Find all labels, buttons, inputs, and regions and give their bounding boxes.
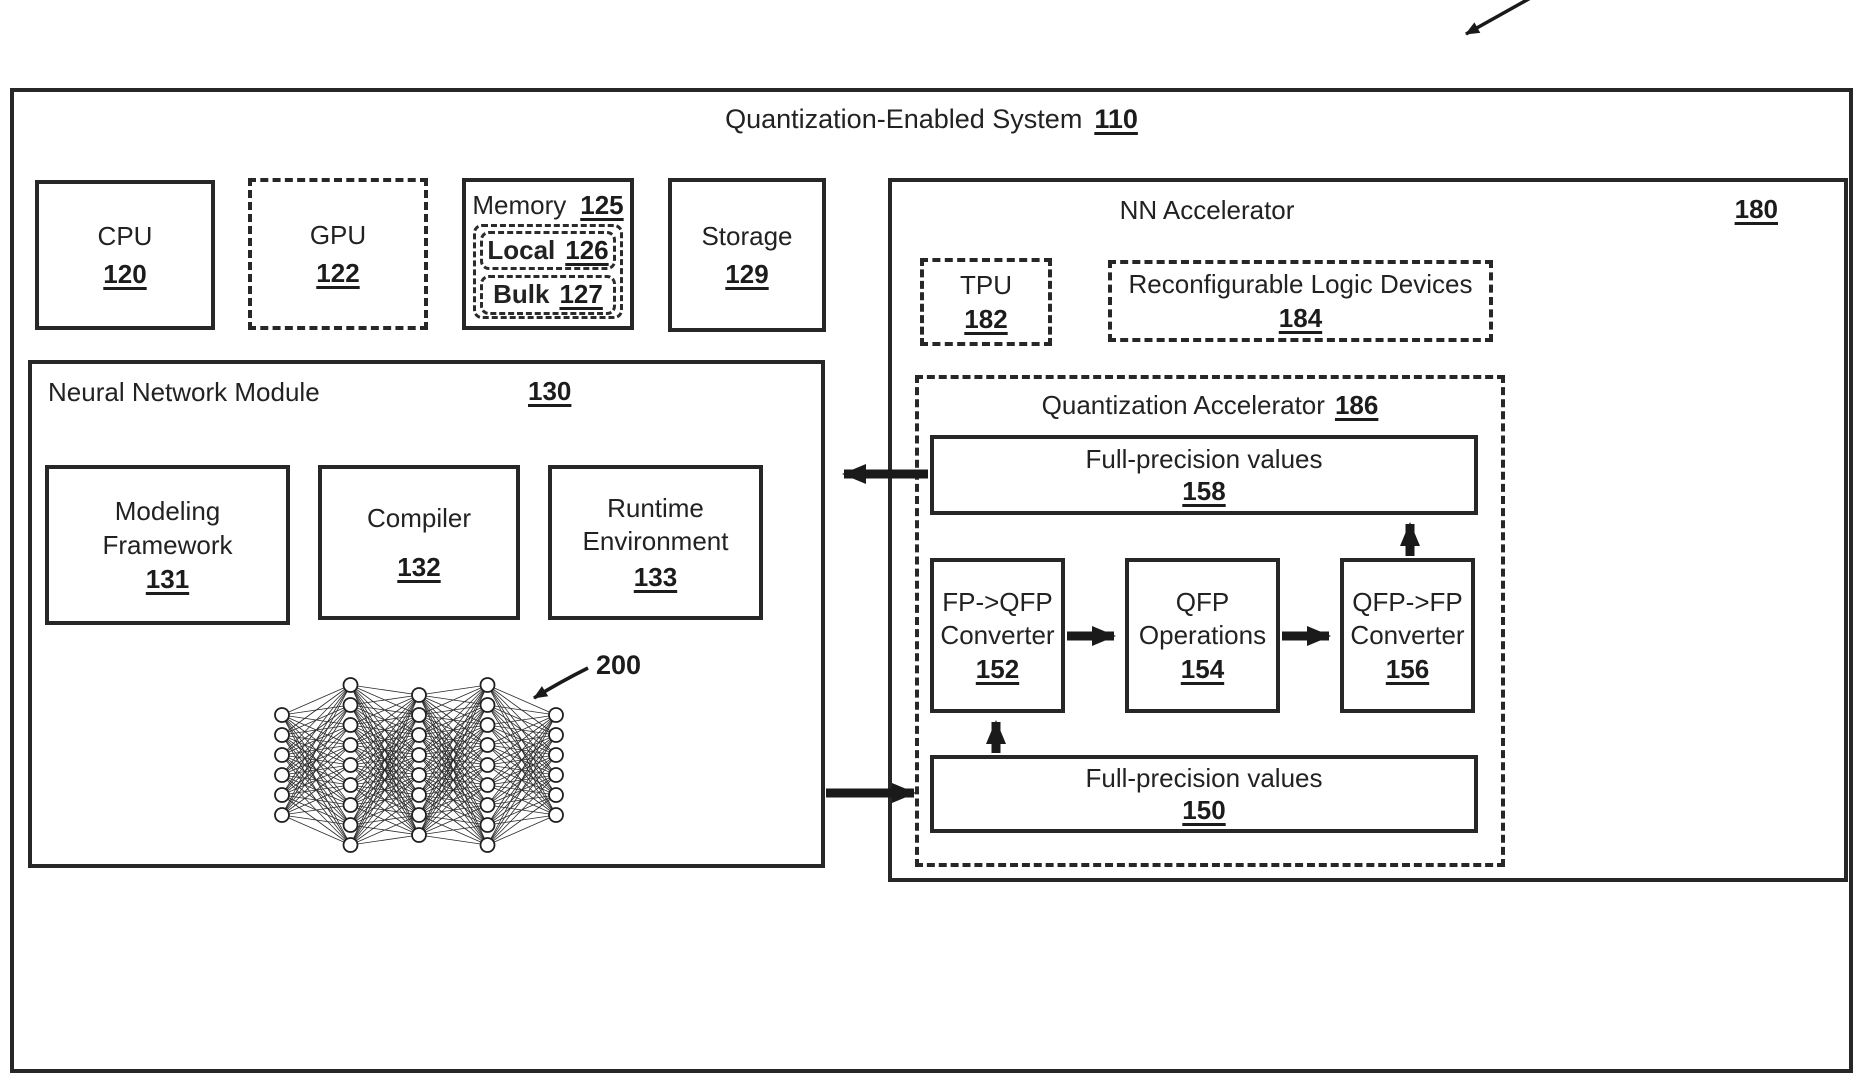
full-precision-values-158-box: Full-precision values 158 <box>930 435 1478 515</box>
full-precision-values-158-label: Full-precision values <box>1085 443 1323 474</box>
reconfigurable-logic-ref: 184 <box>1278 302 1323 333</box>
bulk-memory-label: Bulk <box>493 279 550 310</box>
bulk-memory-ref: 127 <box>559 279 603 310</box>
nn-accelerator-label: NN Accelerator <box>1119 195 1295 225</box>
qfp-to-fp-converter-box: QFP->FP Converter 156 <box>1340 558 1475 713</box>
memory-box: Memory 125 Local 126 Bulk 127 <box>462 178 634 330</box>
memory-ref: 125 <box>580 190 624 221</box>
modeling-framework-label: Modeling Framework <box>102 496 233 560</box>
gpu-ref: 122 <box>316 257 360 288</box>
compiler-label: Compiler <box>366 503 472 534</box>
neural-network-module-label: Neural Network Module <box>48 377 320 407</box>
runtime-environment-box: Runtime Environment 133 <box>548 465 763 620</box>
qfp-operations-box: QFP Operations 154 <box>1125 558 1280 713</box>
storage-box: Storage 129 <box>668 178 826 332</box>
nn-accelerator-box: NN Accelerator 180 <box>888 178 1848 882</box>
neural-network-module-ref: 130 <box>528 376 572 406</box>
storage-ref: 129 <box>725 258 769 289</box>
local-memory-ref: 126 <box>565 235 609 266</box>
runtime-environment-ref: 133 <box>633 562 678 593</box>
reconfigurable-logic-box: Reconfigurable Logic Devices 184 <box>1108 260 1493 342</box>
cpu-box: CPU 120 <box>35 180 215 330</box>
full-precision-values-158-ref: 158 <box>1182 476 1226 507</box>
system-title: Quantization-Enabled System 110 <box>14 102 1849 137</box>
compiler-box: Compiler 132 <box>318 465 520 620</box>
memory-inner-group: Local 126 Bulk 127 <box>473 224 623 319</box>
system-box: Quantization-Enabled System 110 <box>10 88 1853 1073</box>
local-memory-label: Local <box>487 235 556 265</box>
storage-label: Storage <box>701 221 793 252</box>
memory-label: Memory <box>472 190 567 220</box>
cpu-ref: 120 <box>103 258 147 289</box>
system-title-label: Quantization-Enabled System <box>725 104 1083 134</box>
full-precision-values-150-ref: 150 <box>1182 795 1226 826</box>
full-precision-values-150-label: Full-precision values <box>1085 762 1323 793</box>
qfp-operations-label: QFP Operations <box>1138 586 1267 650</box>
fp-to-qfp-converter-box: FP->QFP Converter 152 <box>930 558 1065 713</box>
cpu-label: CPU <box>97 221 153 252</box>
quantization-accelerator-ref: 186 <box>1334 390 1379 420</box>
compiler-ref: 132 <box>397 551 441 582</box>
gpu-label: GPU <box>309 220 367 251</box>
local-memory-box: Local 126 <box>480 231 616 271</box>
bulk-memory-box: Bulk 127 <box>480 275 616 315</box>
tpu-ref: 182 <box>964 304 1008 335</box>
qfp-operations-ref: 154 <box>1180 654 1225 685</box>
system-title-ref: 110 <box>1094 104 1138 134</box>
figure-pointer-arrow <box>1465 0 1531 36</box>
tpu-label: TPU <box>960 269 1012 300</box>
gpu-box: GPU 122 <box>248 178 428 330</box>
full-precision-values-150-box: Full-precision values 150 <box>930 755 1478 833</box>
memory-title: Memory 125 <box>466 189 630 222</box>
quantization-accelerator-title: Quantization Accelerator 186 <box>919 389 1501 422</box>
tpu-box: TPU 182 <box>920 258 1052 346</box>
fp-to-qfp-converter-label: FP->QFP Converter <box>940 586 1055 650</box>
modeling-framework-ref: 131 <box>145 563 190 594</box>
nn-accelerator-ref: 180 <box>1734 194 1778 224</box>
neural-network-module-box: Neural Network Module 130 <box>28 360 825 868</box>
qfp-to-fp-converter-ref: 156 <box>1385 654 1430 685</box>
qfp-to-fp-converter-label: QFP->FP Converter <box>1350 586 1465 650</box>
reconfigurable-logic-label: Reconfigurable Logic Devices <box>1128 269 1473 300</box>
runtime-environment-label: Runtime Environment <box>582 492 729 556</box>
fp-to-qfp-converter-ref: 152 <box>975 654 1020 685</box>
modeling-framework-box: Modeling Framework 131 <box>45 465 290 625</box>
quantization-accelerator-box: Quantization Accelerator 186 <box>915 375 1505 867</box>
neural-network-callout: 200 <box>596 650 642 680</box>
nn-accelerator-title: NN Accelerator <box>892 194 1522 227</box>
quantization-accelerator-label: Quantization Accelerator <box>1041 390 1325 420</box>
